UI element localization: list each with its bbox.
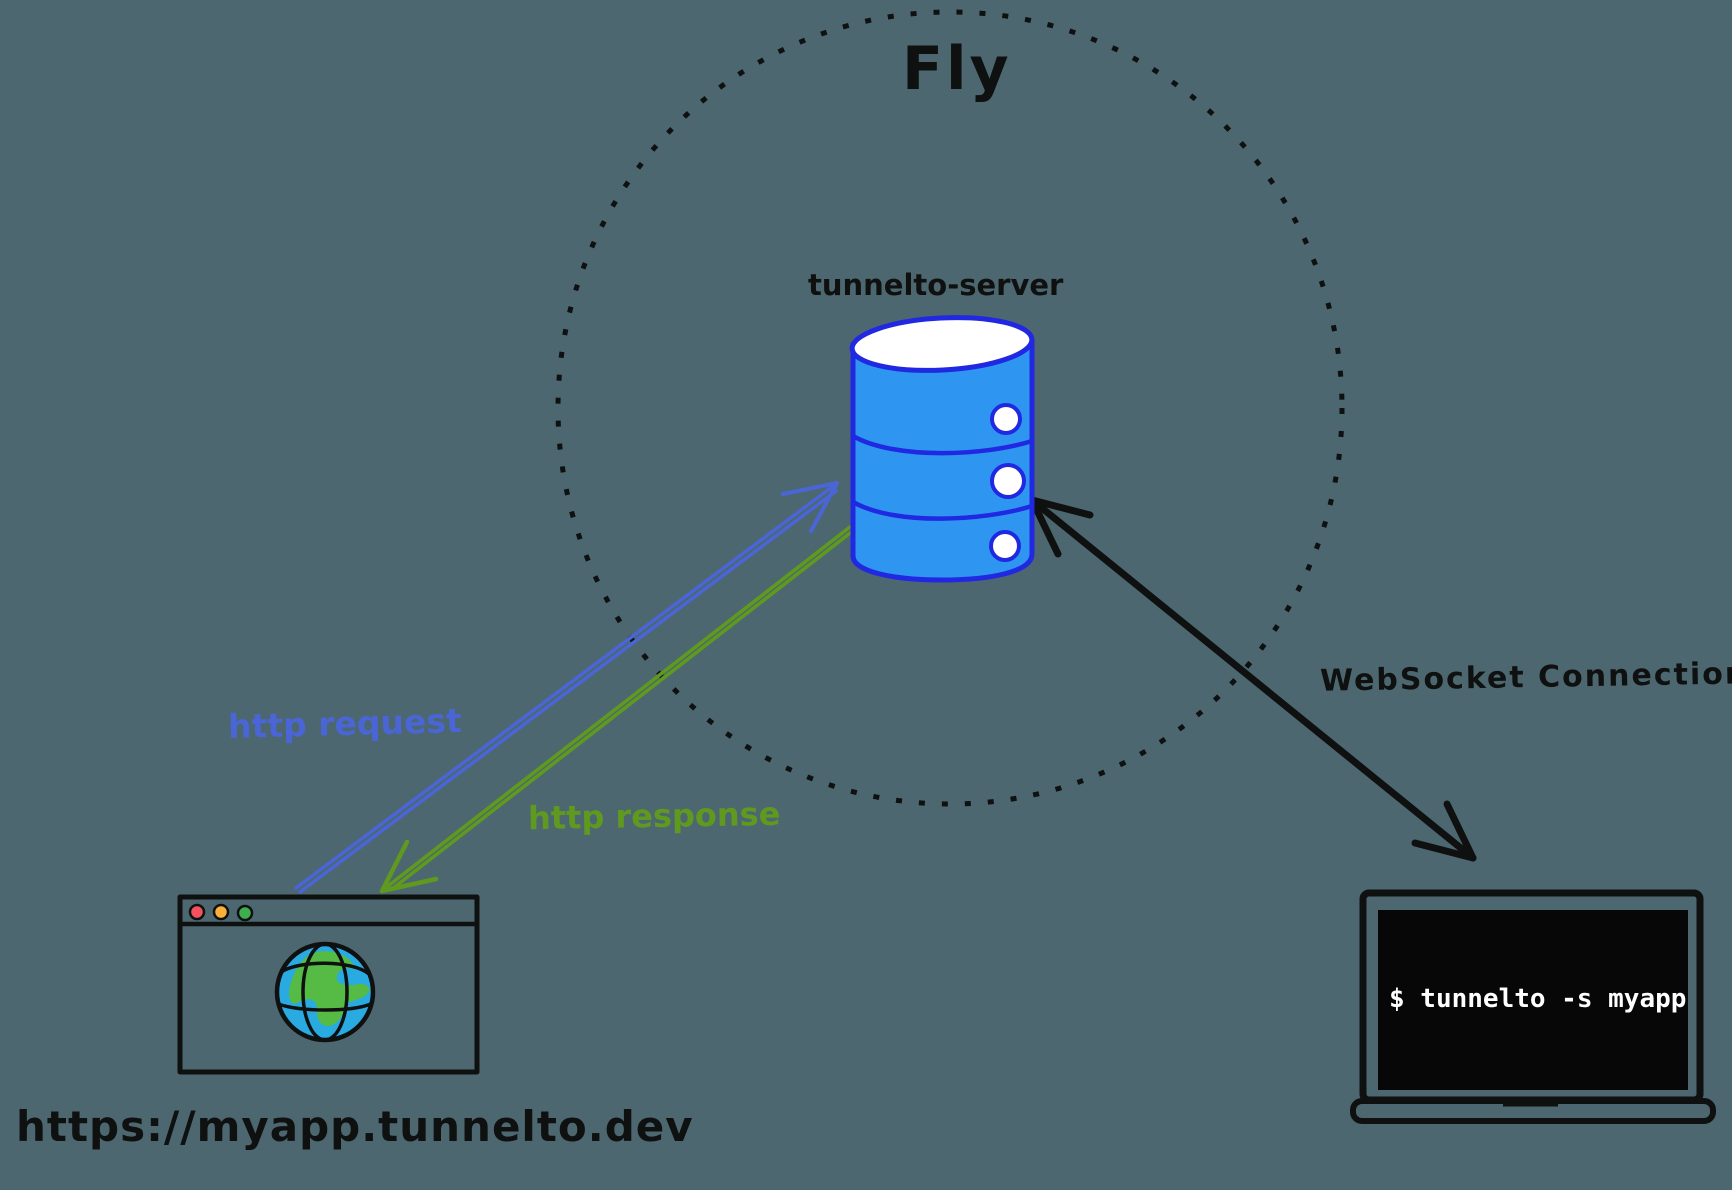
- database-port-dot-3: [989, 530, 1021, 562]
- browser-frame: [177, 894, 480, 1075]
- terminal-command-text: $ tunnelto -s myapp: [1389, 984, 1687, 1014]
- database-icon: [849, 315, 1035, 583]
- websocket-arrow-line: [1028, 496, 1477, 862]
- http-request-arrow-line: [294, 485, 838, 894]
- database-port-dot-2: [990, 463, 1026, 499]
- http-response-arrow-line: [386, 525, 856, 891]
- database-band-divider-1: [851, 434, 1033, 456]
- terminal-screen: [1378, 910, 1688, 1090]
- browser-url-label: https://myapp.tunnelto.dev: [16, 1102, 694, 1151]
- laptop-icon: [1350, 889, 1716, 1124]
- traffic-light-green-icon: [236, 904, 254, 922]
- fly-region-label: Fly: [902, 34, 1012, 104]
- http-request-arrowhead: [781, 481, 839, 533]
- fly-region-dotted-circle: [555, 9, 1345, 807]
- database-body: [850, 337, 1035, 583]
- globe-landmass: [289, 951, 370, 1027]
- server-label: tunnelto-server: [808, 268, 1064, 302]
- http-response-label: http response: [527, 794, 781, 838]
- websocket-arrowhead-laptop: [1411, 800, 1477, 862]
- http-response-arrowhead: [379, 839, 439, 894]
- database-port-dot-1: [990, 403, 1022, 435]
- laptop-base: [1350, 1098, 1716, 1124]
- browser-window: [177, 894, 480, 1075]
- http-request-label: http request: [227, 700, 463, 747]
- database-band-divider-2: [851, 500, 1033, 521]
- globe-icon: [274, 941, 376, 1043]
- traffic-light-red-icon: [188, 903, 206, 921]
- traffic-light-yellow-icon: [212, 903, 230, 921]
- websocket-connection-label: WebSocket Connection: [1319, 656, 1732, 699]
- database-top-ellipse: [849, 315, 1035, 373]
